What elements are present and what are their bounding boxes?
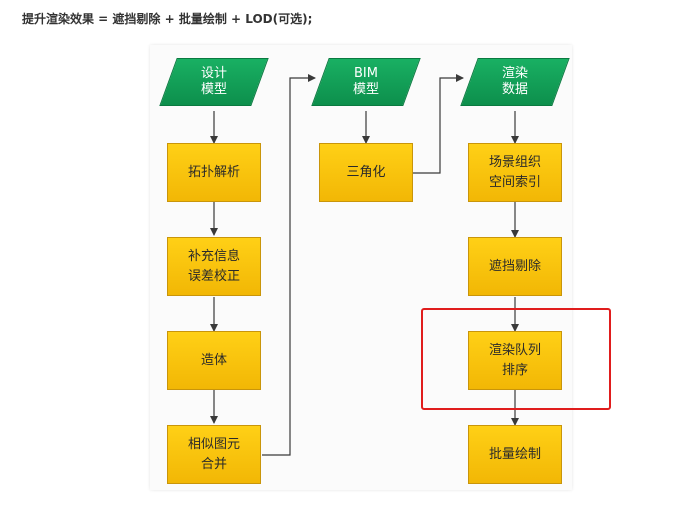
node-topology: 拓扑解析 xyxy=(167,143,261,202)
edge-triangulate-to-render xyxy=(413,74,464,174)
node-render-data: 渲染 数据 xyxy=(460,58,570,106)
highlight-frame xyxy=(421,308,611,410)
page-heading: 提升渲染效果 = 遮挡剔除 + 批量绘制 + LOD(可选); xyxy=(22,12,313,26)
edge-merge-to-bim xyxy=(262,74,316,456)
node-design-model: 设计 模型 xyxy=(159,58,269,106)
node-occlusion: 遮挡剔除 xyxy=(468,237,562,296)
node-bim-model: BIM 模型 xyxy=(311,58,421,106)
node-scene-org: 场景组织 空间索引 xyxy=(468,143,562,202)
node-batch: 批量绘制 xyxy=(468,425,562,484)
node-render-data-label: 渲染 数据 xyxy=(501,66,528,97)
node-queue: 渲染队列 排序 xyxy=(468,331,562,390)
node-build: 造体 xyxy=(167,331,261,390)
node-bim-model-label: BIM 模型 xyxy=(352,66,379,97)
node-triangulate: 三角化 xyxy=(319,143,413,202)
node-design-model-label: 设计 模型 xyxy=(200,66,227,97)
node-merge: 相似图元 合并 xyxy=(167,425,261,484)
node-supplement: 补充信息 误差校正 xyxy=(167,237,261,296)
